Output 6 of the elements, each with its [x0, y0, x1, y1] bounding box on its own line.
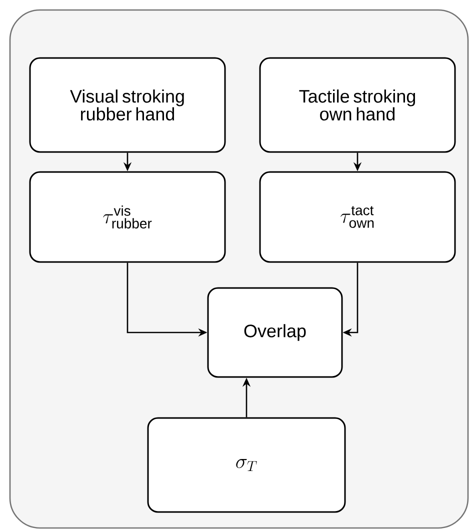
- process-box: Overlap: [207, 287, 343, 378]
- process-box: $\tau^{\mathrm{tact}}_{\mathrm{own}}$: [259, 171, 456, 263]
- process-box: Visual stroking rubber hand: [29, 57, 226, 153]
- process-box: $\sigma_T$: [147, 417, 346, 513]
- process-box: Tactile stroking own hand: [259, 57, 456, 153]
- process-box: $\tau^{\mathrm{vis}}_{\mathrm{rubber}}$: [29, 171, 226, 263]
